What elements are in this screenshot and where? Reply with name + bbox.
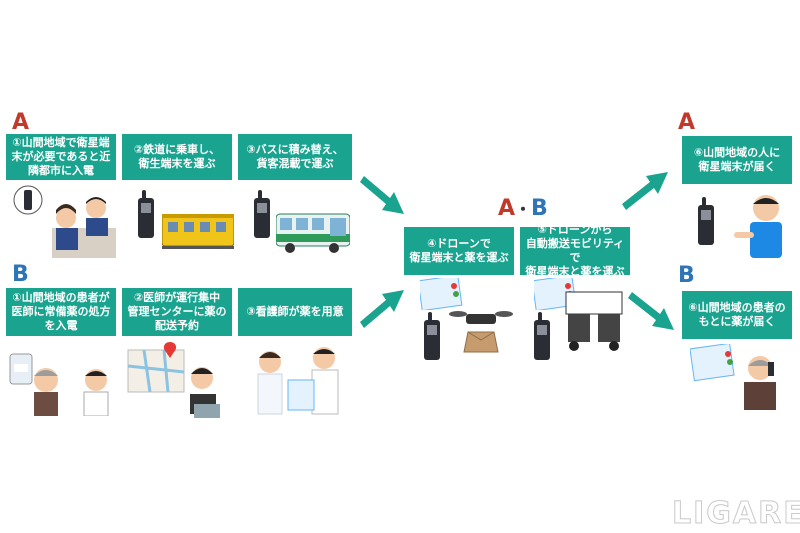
label-a-left: A: [12, 110, 30, 135]
arrow-center-to-b-right: [628, 292, 674, 330]
step-a-3: ③バスに積み替え、 貨客混載で運ぶ: [238, 134, 352, 180]
arrow-a-to-center: [360, 176, 404, 214]
step-right-a: ⑥山間地域の人に 衛星端末が届く: [682, 136, 792, 184]
illustration-right-b-prescription: [690, 344, 735, 382]
phone-icon: [698, 197, 714, 245]
step-b-1: ①山間地域の患者が 医師に常備薬の処方 を入電: [6, 288, 116, 336]
illustration-right-b-elderly: [744, 356, 776, 410]
phone-icon: [534, 312, 550, 360]
step-b-3: ③看護師が薬を用意: [238, 288, 352, 336]
arrow-b-to-center: [360, 290, 404, 328]
step-right-b: ⑥山間地域の患者の もとに薬が届く: [682, 291, 792, 339]
label-ab-center-b: B: [531, 196, 548, 221]
label-b-right: B: [678, 263, 695, 288]
illustration-center-prescription: [420, 278, 463, 310]
step-center-5: ⑤ドローンから 自動搬送モビリティで 衛星端末と薬を運ぶ: [520, 223, 630, 278]
label-ab-center-dot: ・: [515, 200, 532, 219]
label-ab-center: A・B: [498, 196, 548, 221]
step-a-2: ②鉄道に乗車し、 衛生端末を運ぶ: [122, 134, 232, 180]
label-a-right: A: [678, 110, 696, 135]
step-a-1: ①山間地域で衛星端 末が必要であると近 隣都市に入電: [6, 134, 116, 180]
phone-icon: [138, 190, 154, 238]
step-b-2: ②医師が運行集中 管理センターに薬の 配送予約: [122, 288, 232, 336]
illustration-right-a-man: [734, 195, 782, 258]
illustration-b3-nurse-doctor: [257, 347, 339, 415]
phone-icon: [424, 312, 440, 360]
illustration-center-drone: [449, 311, 513, 353]
phone-icon: [254, 190, 270, 238]
label-ab-center-a: A: [498, 196, 516, 221]
illustration-b2-map-operator: [127, 342, 220, 418]
illustration-a2-train: [162, 214, 234, 249]
step-center-4: ④ドローンで 衛星端末と薬を運ぶ: [404, 227, 514, 275]
arrow-center-to-a-right: [622, 172, 668, 210]
label-b-left: B: [12, 262, 29, 287]
illustration-a3-bus: [276, 213, 350, 253]
illustration-center-mobility: [565, 291, 623, 351]
illustration-a1-callcenter: [13, 185, 116, 258]
watermark-logo: LIGARE: [672, 496, 800, 532]
illustration-b1-phone-call: [9, 353, 109, 416]
